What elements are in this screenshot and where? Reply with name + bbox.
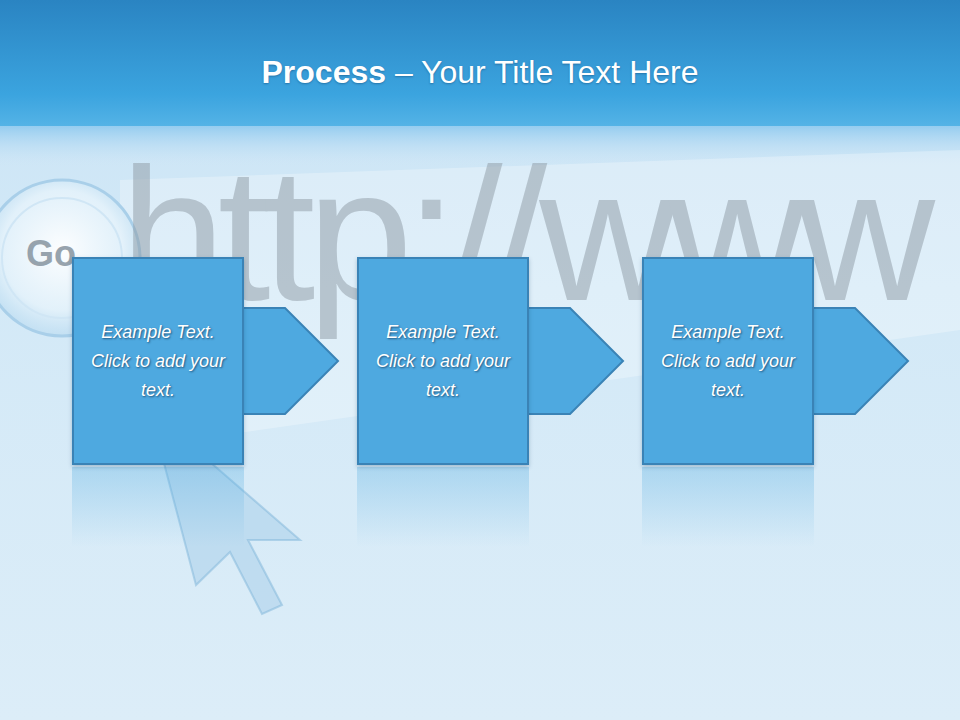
slide-title: Process – Your Title Text Here <box>0 52 960 92</box>
process-box: Example Text. Click to add your text. <box>72 257 244 465</box>
button-label: Go <box>26 236 76 272</box>
process-box: Example Text. Click to add your text. <box>357 257 529 465</box>
process-box: Example Text. Click to add your text. <box>642 257 814 465</box>
box-reflection <box>642 467 814 547</box>
box-reflection <box>72 467 244 547</box>
box-text: Example Text. Click to add your text. <box>373 318 513 405</box>
box-text: Example Text. Click to add your text. <box>658 318 798 405</box>
title-band <box>0 0 960 126</box>
box-reflection <box>357 467 529 547</box>
box-text: Example Text. Click to add your text. <box>88 318 228 405</box>
